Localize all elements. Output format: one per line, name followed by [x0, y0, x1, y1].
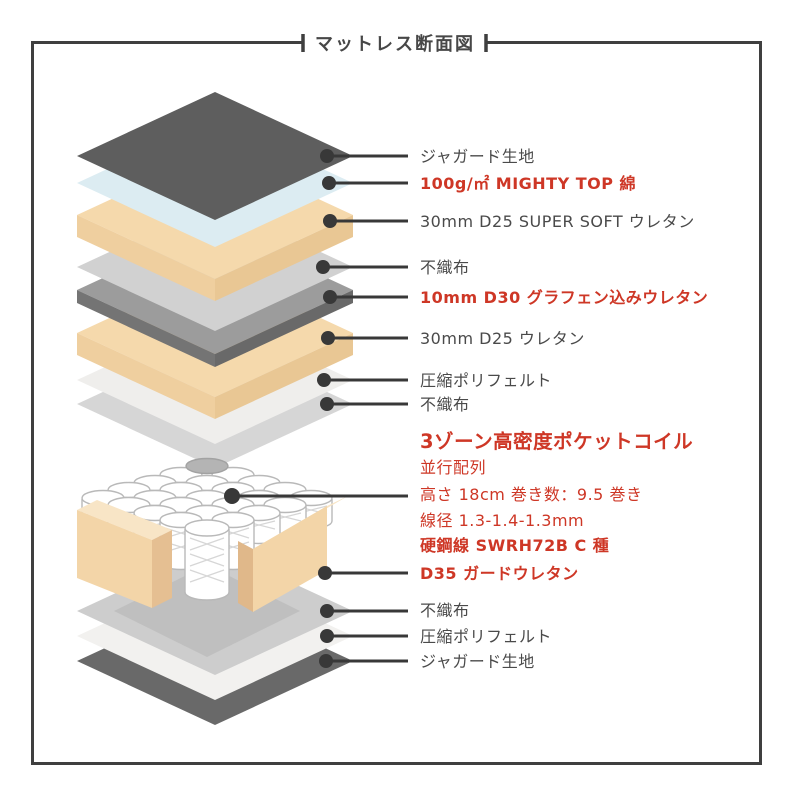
- label-coil-wire-grade: 硬鋼線 SWRH72B C 種: [420, 536, 609, 555]
- label-guard-urethane: D35 ガードウレタン: [420, 564, 579, 583]
- diagram-title: マットレス断面図: [315, 33, 475, 55]
- label-jacquard-bottom: ジャガード生地: [420, 652, 535, 671]
- labels: ジャガード生地 100g/㎡ MIGHTY TOP 綿 30mm D25 SUP…: [420, 147, 708, 671]
- center-pocket-coil: [184, 519, 230, 601]
- label-coil-height-turns: 高さ 18cm 巻き数：9.5 巻き: [420, 485, 642, 504]
- label-pocket-coil-headline: 3ゾーン高密度ポケットコイル: [420, 430, 693, 453]
- label-nonwoven-bottom: 不織布: [420, 601, 470, 620]
- label-coil-wire-diameter: 線径 1.3-1.4-1.3mm: [420, 511, 584, 530]
- top-coil-under-sheet: [185, 457, 229, 475]
- label-polyfelt-1: 圧縮ポリフェルト: [420, 371, 552, 390]
- label-jacquard-top: ジャガード生地: [420, 147, 535, 166]
- label-coil-arrangement: 並行配列: [420, 458, 486, 477]
- label-polyfelt-bottom: 圧縮ポリフェルト: [420, 627, 552, 646]
- label-graphene-urethane: 10mm D30 グラフェン込みウレタン: [420, 288, 708, 307]
- label-d25-urethane: 30mm D25 ウレタン: [420, 329, 585, 348]
- label-nonwoven-1: 不織布: [420, 258, 470, 277]
- guard-urethane-left-block: [77, 500, 172, 608]
- leader-lines: [224, 149, 408, 668]
- layer-jacquard-top: [77, 92, 353, 220]
- label-nonwoven-2: 不織布: [420, 395, 470, 414]
- frame-border: [31, 41, 762, 765]
- guard-urethane-right-block: [238, 496, 348, 612]
- label-mighty-top-cotton: 100g/㎡ MIGHTY TOP 綿: [420, 174, 636, 193]
- label-supersoft-urethane: 30mm D25 SUPER SOFT ウレタン: [420, 212, 695, 231]
